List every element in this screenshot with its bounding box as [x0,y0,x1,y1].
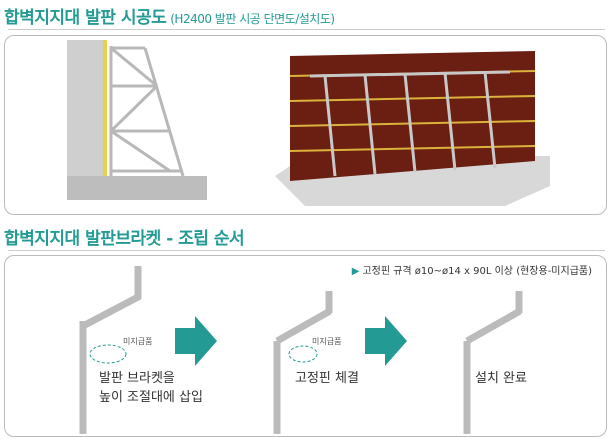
section1-title: 합벽지지대 발판 시공도(H2400 발판 시공 단면도/설치도) [4,8,335,28]
step1-illustration [79,266,142,434]
pin-spec-note: ▶고정핀 규격 ø10~ø14 x 90L 이상 (현장용-미지급품) [351,266,592,277]
assembly-steps-panel: ▶고정핀 규격 ø10~ø14 x 90L 이상 (현장용-미지급품) 미지급품… [4,255,607,437]
step1-callout: 미지급품 [123,337,153,346]
step2-illustration [273,291,333,434]
section-view-illustration [67,40,207,200]
divider [8,29,605,30]
step2-callout: 미지급품 [312,337,342,346]
arrow-icon [175,316,217,366]
step3-illustration [463,291,523,434]
section1-subtitle: (H2400 발판 시공 단면도/설치도) [170,12,335,26]
arrow-icon [365,316,407,366]
triangle-bullet-icon: ▶ [351,266,360,277]
construction-diagram-panel [4,35,607,215]
step3-label: 설치 완료 [475,371,527,386]
divider [8,250,605,251]
section2-title: 합벽지지대 발판브라켓 - 조립 순서 [4,229,245,249]
installation-view-illustration [275,51,550,206]
step2-label: 고정핀 체결 [295,371,359,386]
